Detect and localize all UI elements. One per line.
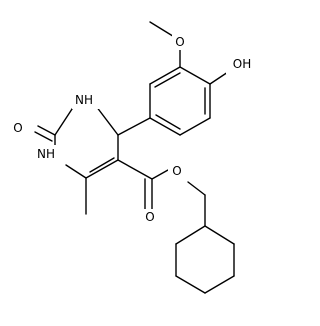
bond-cyclohexyl-3 — [175, 275, 206, 294]
methoxy-oxygen-label: O — [175, 35, 184, 49]
ring-nh-upper-label: NH — [75, 93, 93, 107]
bond-c4-n3 — [95, 105, 119, 136]
ring-nh-lower-background — [34, 145, 64, 163]
bond-c6-c5 — [85, 159, 119, 179]
ester-oxygen-label: O — [172, 164, 181, 178]
bond-c6-c5-double — [89, 157, 115, 173]
bond-aromatic-6 — [149, 66, 181, 85]
bond-c2-oxygen-double — [34, 131, 53, 142]
bond-cyclohexyl-1 — [175, 225, 206, 245]
chemical-structure: O OH NH O NH O O — [10, 21, 260, 294]
urea-oxygen-background — [10, 120, 28, 138]
bond-aromatic-4 — [149, 117, 181, 136]
bond-cyclohexyl-4 — [204, 275, 235, 294]
bond-aromatic-3 — [179, 117, 211, 136]
hydroxyl-background — [226, 56, 260, 74]
atom-label-layer: O OH NH O NH O O — [10, 34, 260, 227]
hydroxyl-label: OH — [233, 57, 251, 71]
bond-cyclohexyl-6 — [204, 225, 235, 245]
bond-aromatic-6-inner — [154, 72, 181, 88]
bond-n1-c6 — [65, 164, 87, 179]
bond-c2-oxygen — [37, 125, 56, 136]
ester-carbonyl-oxygen-label: O — [145, 210, 154, 224]
bond-methyl-methoxy — [149, 21, 177, 39]
bond-layer — [34, 21, 235, 294]
ring-nh-lower-label: NH — [37, 147, 55, 161]
bond-n3-c2 — [54, 105, 75, 136]
bond-aromatic-1 — [179, 66, 211, 85]
bond-hydroxyl — [209, 71, 229, 85]
urea-oxygen-label: O — [13, 121, 22, 135]
ester-oxygen-background — [168, 163, 186, 181]
bond-aryl-c4 — [117, 117, 151, 136]
bond-ester-carbon-oxygen — [151, 169, 169, 180]
ester-carbonyl-oxygen-background — [141, 209, 159, 227]
bond-ester-oxygen-ch2 — [187, 181, 206, 196]
bond-aromatic-4-inner — [155, 114, 181, 130]
methoxy-oxygen-background — [172, 34, 188, 50]
ring-nh-upper-background — [72, 91, 100, 109]
bond-c5-ester-carbon — [117, 159, 153, 180]
